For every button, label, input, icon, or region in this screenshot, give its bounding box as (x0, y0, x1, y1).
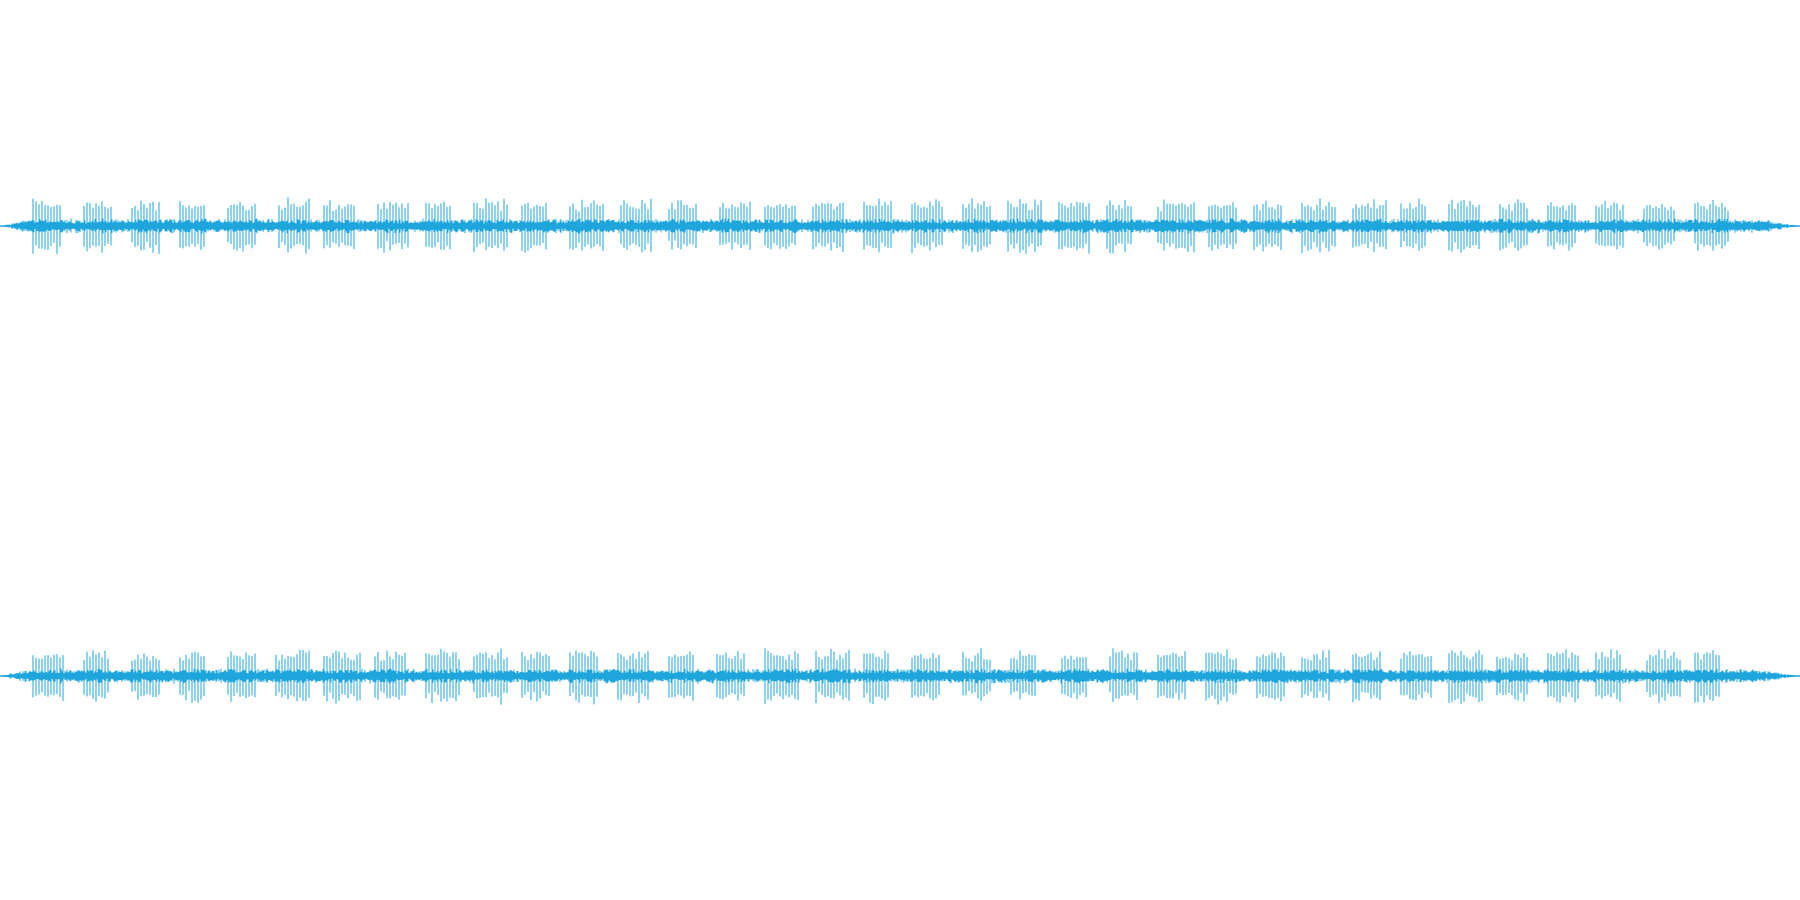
waveform-channel-top (0, 197, 1800, 254)
waveform-channel-bottom (0, 648, 1800, 705)
